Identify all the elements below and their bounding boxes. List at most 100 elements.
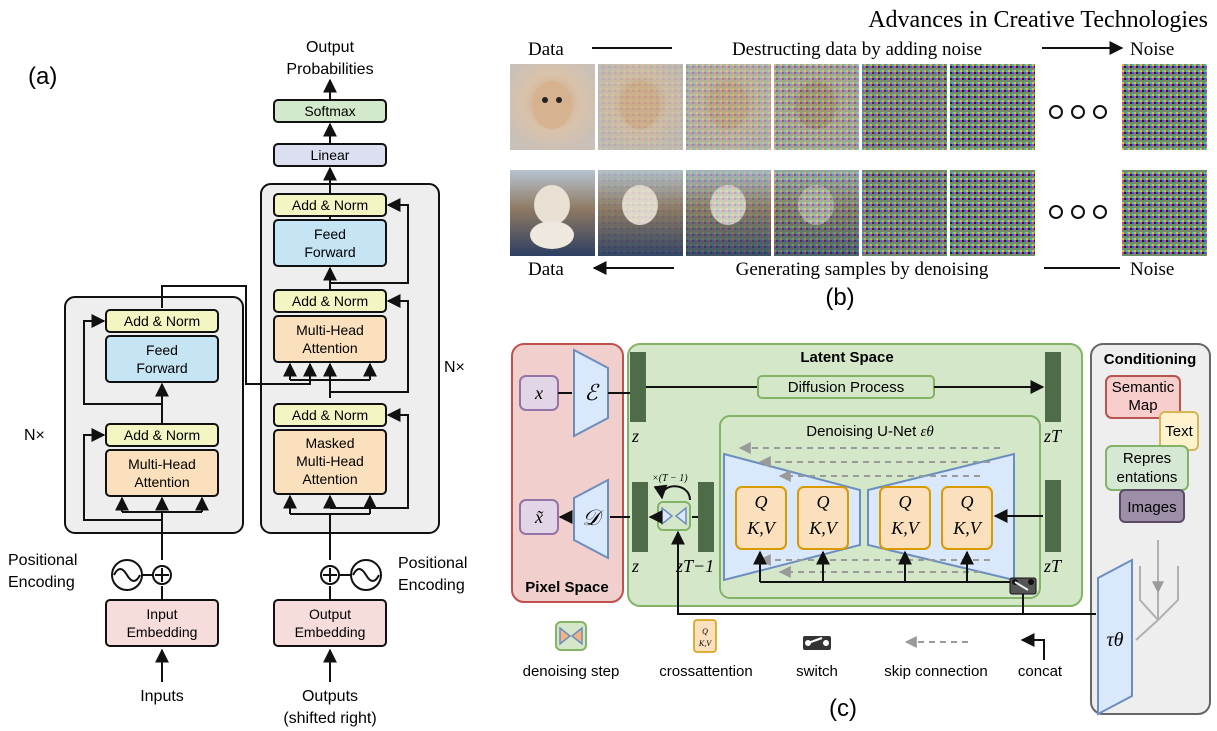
encoder-ff-line1: Feed: [146, 342, 178, 358]
decoder-nx: N×: [444, 359, 465, 376]
decoder-masked-attention: [273, 429, 387, 495]
output-embedding-line2: Embedding: [295, 624, 366, 640]
x-tilde-label: x̃: [534, 507, 544, 527]
legend-denoising-step: denoising step: [523, 663, 620, 680]
linear-label: Linear: [311, 147, 350, 163]
encoder-add-norm-1: [105, 423, 219, 447]
bottom-noise-label: Noise: [1130, 259, 1174, 280]
panel-c-label: (c): [829, 695, 857, 722]
svg-text:Q: Q: [899, 492, 912, 512]
panel-a-label: (a): [28, 63, 57, 90]
representations-line2: entations: [1117, 469, 1178, 486]
tau-encoder: [1097, 558, 1133, 716]
reverse-image-3: [686, 170, 771, 256]
qkv-block-3: Q K,V: [879, 486, 931, 550]
watermark-text: Advances in Creative Technologies: [868, 7, 1208, 33]
semantic-map-card: [1105, 375, 1181, 419]
linear-box: [273, 143, 387, 167]
positional-encoding-left-2: Encoding: [8, 574, 75, 591]
legend-switch: switch: [796, 663, 838, 680]
latent-space-label: Latent Space: [800, 349, 893, 366]
zT-label-bottom: zT: [1043, 556, 1063, 576]
x-label: x: [534, 383, 543, 403]
positional-encoding-right-2: Encoding: [398, 577, 465, 594]
encoder-multi-head-attention: [105, 449, 219, 497]
input-embedding-line1: Input: [146, 606, 177, 622]
z-label-top: z: [631, 426, 639, 446]
masked-line2: Multi-Head: [296, 453, 364, 469]
encoder-add-norm-1-label: Add & Norm: [124, 427, 200, 443]
encoder-ff-line2: Forward: [136, 360, 187, 376]
reverse-ellipsis: [1049, 205, 1107, 219]
svg-text:K,V: K,V: [698, 639, 712, 648]
forward-image-5: [862, 64, 947, 150]
forward-image-noise: [1122, 64, 1207, 150]
svg-text:Q: Q: [817, 492, 830, 512]
top-middle-label: Destructing data by adding noise: [732, 39, 982, 60]
zT-bar-bottom: [1045, 480, 1061, 552]
legend-skip-connection: skip connection: [884, 663, 987, 680]
decoder-ff-line1: Feed: [314, 226, 346, 242]
encoder-mha-line1: Multi-Head: [128, 456, 196, 472]
legend-switch-icon: [803, 636, 831, 650]
text-card-label: Text: [1165, 423, 1193, 440]
positional-encoding-left-1: Positional: [8, 552, 77, 569]
legend-denoising-step-icon: [555, 621, 587, 651]
reverse-image-4: [774, 170, 859, 256]
z-label-bottom: z: [631, 556, 639, 576]
panel-b-label: (b): [825, 284, 854, 311]
reverse-image-1: [510, 170, 595, 256]
output-probabilities-line1: Output: [306, 39, 355, 56]
input-embedding-line2: Embedding: [127, 624, 198, 640]
tau-label: τθ: [1107, 629, 1124, 651]
decoder-symbol: 𝒟: [582, 505, 604, 530]
reverse-image-5: [862, 170, 947, 256]
representations-line1: Repres: [1123, 450, 1171, 467]
zT1-label: zT−1: [675, 556, 714, 576]
svg-text:Q: Q: [755, 492, 768, 512]
legend-crossattention-icon: Q K,V: [693, 619, 717, 653]
encoder-add-norm-2-label: Add & Norm: [124, 313, 200, 329]
forward-image-3: [686, 64, 771, 150]
svg-text:Q: Q: [702, 627, 708, 636]
outputs-label-1: Outputs: [302, 688, 358, 705]
reverse-image-noise: [1122, 170, 1207, 256]
decoder-add-norm-3-label: Add & Norm: [292, 197, 368, 213]
images-card-label: Images: [1127, 499, 1176, 516]
svg-text:K,V: K,V: [746, 518, 777, 538]
encoder-mha-line2: Attention: [134, 474, 189, 490]
qkv-block-2: Q K,V: [797, 486, 849, 550]
softmax-label: Softmax: [304, 103, 355, 119]
output-probabilities-line2: Probabilities: [286, 61, 373, 78]
forward-image-2: [598, 64, 683, 150]
input-embedding-box: [105, 599, 219, 647]
output-embedding-line1: Output: [309, 606, 351, 622]
top-data-label: Data: [528, 39, 564, 60]
switch-icon-diagram: [1009, 577, 1037, 595]
top-noise-label: Noise: [1130, 39, 1174, 60]
svg-text:K,V: K,V: [890, 518, 921, 538]
encoder-add-norm-2: [105, 309, 219, 333]
x-tilde-box: [519, 499, 559, 535]
forward-ellipsis: [1049, 105, 1107, 119]
positional-encoding-right-1: Positional: [398, 555, 467, 572]
zT1-bar: [698, 482, 714, 552]
unet-title: Denoising U-Net εθ: [806, 423, 934, 440]
masked-line3: Attention: [302, 471, 357, 487]
decoder-multi-head-attention: [273, 315, 387, 363]
svg-text:K,V: K,V: [808, 518, 839, 538]
zT-label-top: zT: [1043, 426, 1063, 446]
outputs-label-2: (shifted right): [283, 710, 376, 727]
reverse-image-6: [950, 170, 1035, 256]
zT-bar-top: [1045, 352, 1061, 422]
reverse-image-2: [598, 170, 683, 256]
diffusion-process-label: Diffusion Process: [788, 379, 904, 396]
inputs-label: Inputs: [140, 688, 184, 705]
encoder-nx: N×: [24, 427, 45, 444]
forward-image-4: [774, 64, 859, 150]
legend-concat: concat: [1018, 663, 1063, 680]
z-bar-top: [630, 352, 646, 422]
output-embedding-box: [273, 599, 387, 647]
semantic-map-line1: Semantic: [1112, 379, 1175, 396]
bottom-data-label: Data: [528, 259, 564, 280]
